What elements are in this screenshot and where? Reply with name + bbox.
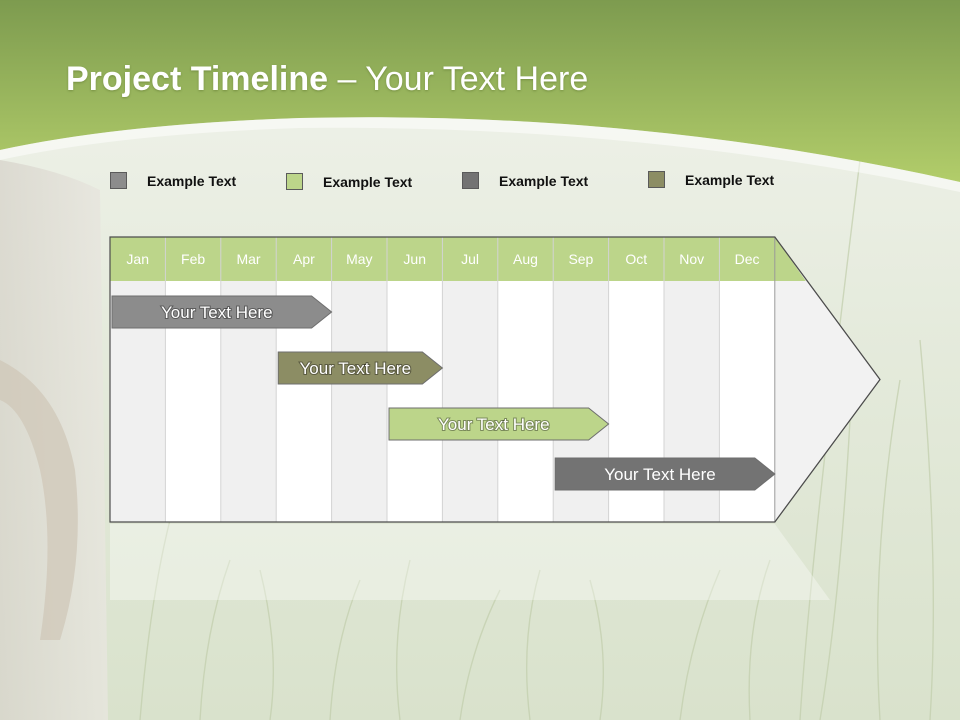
legend-swatch (110, 172, 127, 189)
month-label: Jun (403, 251, 426, 267)
task-arrow (277, 351, 444, 385)
task-label: Your Text Here (438, 415, 550, 434)
legend-swatch (648, 171, 665, 188)
task-arrow (111, 295, 333, 329)
page-title: Project Timeline – Your Text Here (66, 60, 588, 99)
legend-swatch (286, 173, 303, 190)
month-label: May (346, 251, 372, 267)
month-column (442, 281, 498, 522)
month-label: Aug (513, 251, 538, 267)
legend-item-1: Example Text (110, 172, 236, 189)
task-label: Your Text Here (604, 465, 716, 484)
task-arrow (388, 407, 610, 441)
month-label: Apr (293, 251, 315, 267)
legend-item-3: Example Text (462, 172, 588, 189)
month-column (387, 281, 443, 522)
timeline-outline (109, 236, 881, 523)
month-label: Jul (461, 251, 479, 267)
title-rest: – Your Text Here (328, 60, 589, 98)
month-column (331, 281, 387, 522)
month-label: Jan (126, 251, 149, 267)
month-label: Sep (568, 251, 593, 267)
grass-strokes (139, 159, 935, 720)
legend-item-2: Example Text (286, 173, 412, 190)
month-column (497, 281, 554, 522)
title-bold: Project Timeline (66, 60, 329, 98)
legend-label: Example Text (499, 172, 589, 189)
header-highlight (0, 117, 960, 192)
month-label: Mar (236, 251, 260, 267)
task-label: Your Text Here (300, 359, 412, 378)
month-label: Oct (625, 251, 647, 267)
task-label: Your Text Here (161, 303, 273, 322)
header-band (0, 0, 960, 182)
task-arrow (554, 457, 776, 491)
timeline-reflection (110, 524, 830, 600)
legend-label: Example Text (323, 173, 413, 190)
month-label: Dec (735, 251, 760, 267)
arm-shape (0, 360, 78, 640)
month-header-bar (110, 237, 806, 281)
month-label: Nov (679, 251, 704, 267)
month-label: Feb (181, 251, 205, 267)
legend-item-4: Example Text (648, 171, 774, 188)
legend-label: Example Text (147, 172, 237, 189)
legend-label: Example Text (685, 171, 775, 188)
legend-swatch (462, 172, 479, 189)
